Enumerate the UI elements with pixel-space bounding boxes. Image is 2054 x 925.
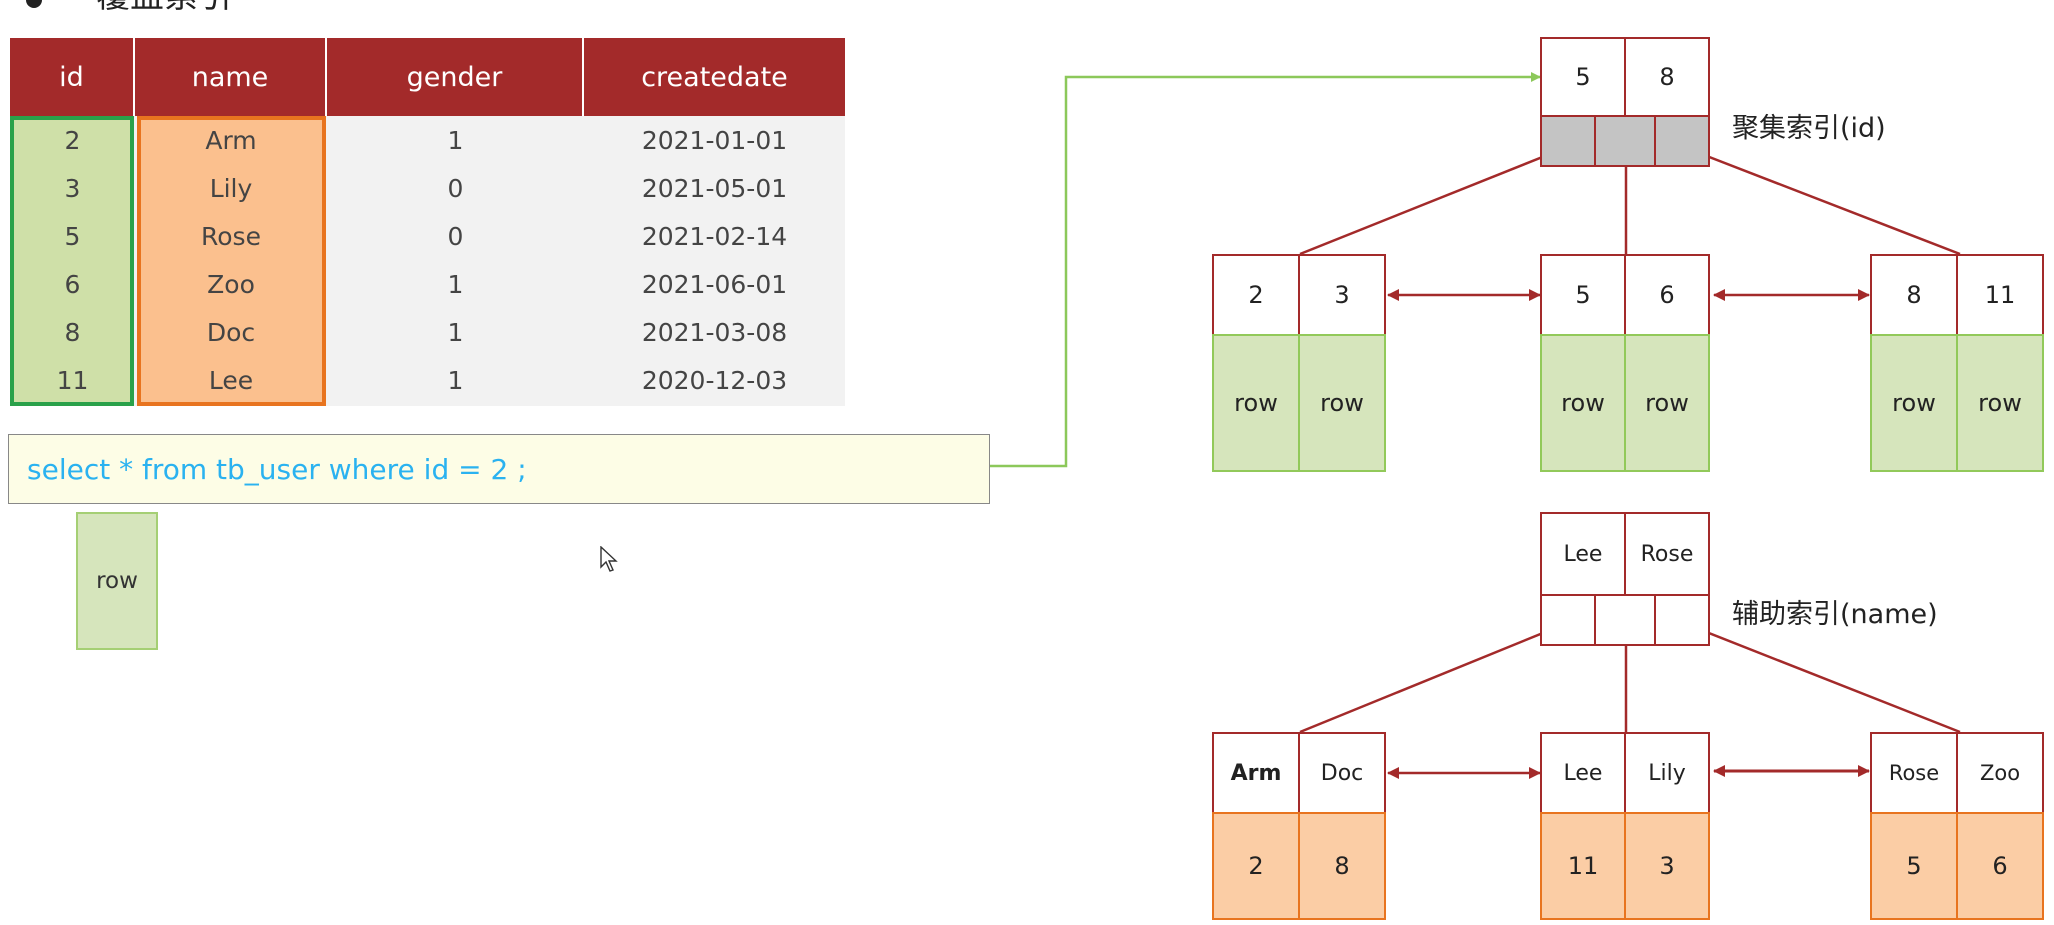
clustered-branch-right bbox=[1685, 146, 1961, 256]
clustered-branch-left bbox=[1299, 146, 1566, 256]
table-cell-createdate: 2021-02-14 bbox=[641, 221, 788, 251]
table-cell-id: 8 bbox=[64, 317, 81, 347]
secondary-leaf-id: 3 bbox=[1624, 812, 1710, 920]
header-gender: gender bbox=[327, 38, 584, 116]
query-result-row-label: row bbox=[96, 568, 138, 594]
clustered-leaf-row: row bbox=[1624, 334, 1710, 472]
header-name: name bbox=[135, 38, 327, 116]
name-column-highlight bbox=[137, 116, 326, 406]
table-cell-id: 6 bbox=[64, 269, 81, 299]
secondary-root-pointers bbox=[1540, 594, 1710, 646]
table-cell-name: Lee bbox=[208, 365, 254, 395]
table-cell-gender: 1 bbox=[447, 125, 464, 155]
secondary-leaf-key: Lily bbox=[1624, 732, 1710, 814]
secondary-leaf-id: 11 bbox=[1540, 812, 1626, 920]
clustered-leaf-row: row bbox=[1540, 334, 1626, 472]
table-cell-createdate: 2021-03-08 bbox=[641, 317, 788, 347]
table-cell-gender: 1 bbox=[447, 269, 464, 299]
id-column-highlight bbox=[10, 116, 134, 406]
table-cell-gender: 1 bbox=[447, 317, 464, 347]
clustered-root-key: 8 bbox=[1624, 37, 1710, 117]
clustered-leaf-row: row bbox=[1870, 334, 1958, 472]
secondary-index-label: 辅助索引(name) bbox=[1732, 599, 1938, 630]
table-cell-id: 2 bbox=[64, 125, 81, 155]
secondary-leaf-key: Arm bbox=[1212, 732, 1300, 814]
bullet-icon bbox=[26, 0, 42, 8]
clustered-leaf-row: row bbox=[1212, 334, 1300, 472]
table-cell-createdate: 2021-01-01 bbox=[641, 125, 788, 155]
table-cell-id: 11 bbox=[56, 365, 89, 395]
table-cell-name: Rose bbox=[201, 221, 261, 251]
table-cell-name: Arm bbox=[205, 125, 257, 155]
clustered-leaf-row: row bbox=[1298, 334, 1386, 472]
secondary-leaf-id: 8 bbox=[1298, 812, 1386, 920]
secondary-leaf-key: Rose bbox=[1870, 732, 1958, 814]
secondary-leaf-key: Zoo bbox=[1956, 732, 2044, 814]
secondary-leaf-id: 5 bbox=[1870, 812, 1958, 920]
clustered-leaf-key: 8 bbox=[1870, 254, 1958, 336]
clustered-leaf-key: 2 bbox=[1212, 254, 1300, 336]
table-cell-gender: 0 bbox=[447, 173, 464, 203]
clustered-leaf-row: row bbox=[1956, 334, 2044, 472]
secondary-branch-right bbox=[1685, 622, 1961, 734]
table-cell-name: Doc bbox=[206, 317, 256, 347]
clustered-root-pointers bbox=[1540, 115, 1710, 167]
clustered-root-key: 5 bbox=[1540, 37, 1626, 117]
sql-query-box: select * from tb_user where id = 2 ; bbox=[8, 434, 990, 504]
secondary-leaf-key: Lee bbox=[1540, 732, 1626, 814]
secondary-branch-left bbox=[1299, 622, 1566, 734]
sql-query-text: select * from tb_user where id = 2 ; bbox=[27, 452, 527, 486]
clustered-leaf-key: 6 bbox=[1624, 254, 1710, 336]
mouse-cursor-icon bbox=[600, 546, 618, 572]
clustered-leaf-key: 3 bbox=[1298, 254, 1386, 336]
table-cell-gender: 1 bbox=[447, 365, 464, 395]
table-cell-createdate: 2021-05-01 bbox=[641, 173, 788, 203]
secondary-leaf-id: 6 bbox=[1956, 812, 2044, 920]
clustered-leaf-key: 5 bbox=[1540, 254, 1626, 336]
table-cell-id: 3 bbox=[64, 173, 81, 203]
secondary-root-key: Rose bbox=[1624, 512, 1710, 596]
slide-title: 覆盖索引 bbox=[96, 0, 232, 16]
table-cell-id: 5 bbox=[64, 221, 81, 251]
clustered-index-label: 聚集索引(id) bbox=[1732, 113, 1886, 144]
table-cell-createdate: 2020-12-03 bbox=[641, 365, 788, 395]
query-result-row: row bbox=[76, 512, 158, 650]
table-cell-gender: 0 bbox=[447, 221, 464, 251]
secondary-leaf-key: Doc bbox=[1298, 732, 1386, 814]
table-cell-name: Lily bbox=[209, 173, 253, 203]
clustered-leaf-key: 11 bbox=[1956, 254, 2044, 336]
secondary-root-key: Lee bbox=[1540, 512, 1626, 596]
header-createdate: createdate bbox=[584, 38, 845, 116]
secondary-leaf-id: 2 bbox=[1212, 812, 1300, 920]
table-cell-name: Zoo bbox=[207, 269, 255, 299]
header-id: id bbox=[10, 38, 135, 116]
table-cell-createdate: 2021-06-01 bbox=[641, 269, 788, 299]
